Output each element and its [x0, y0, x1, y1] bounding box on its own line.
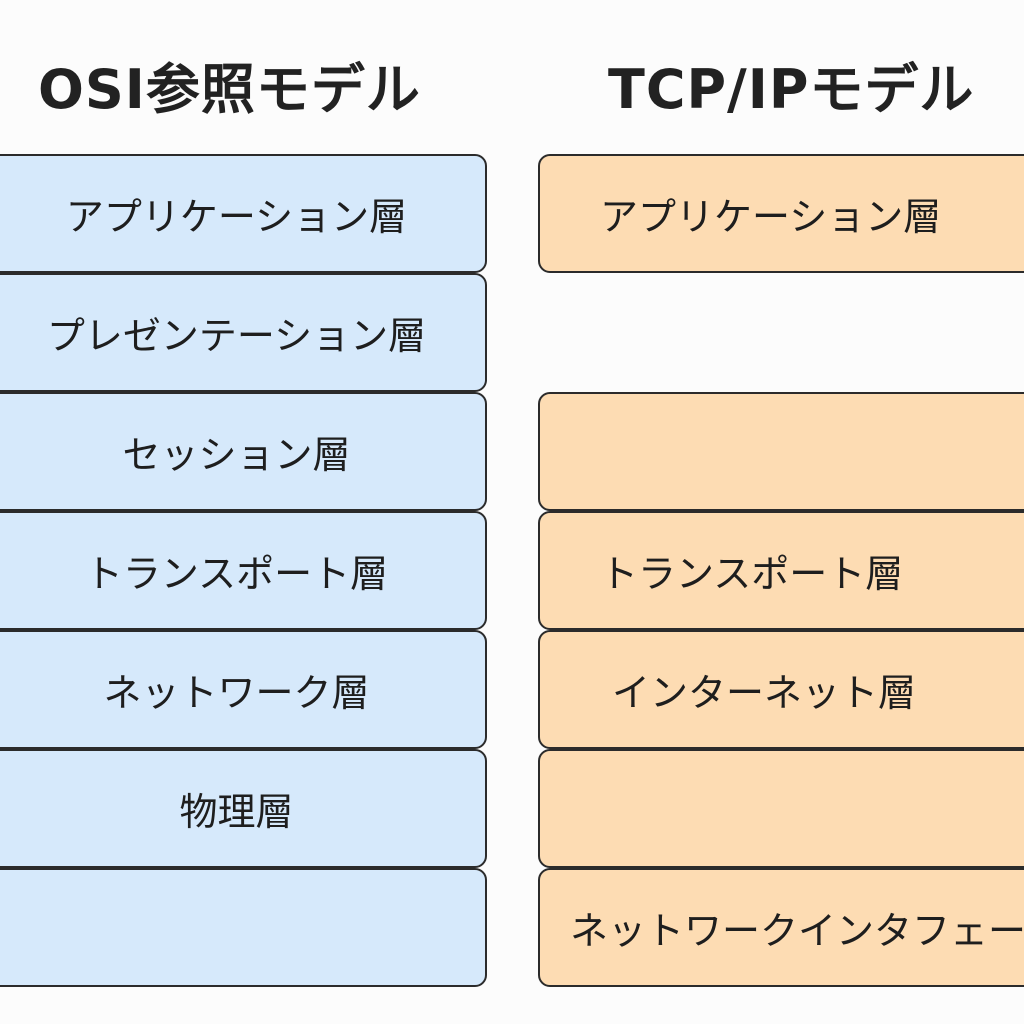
osi-session-layer: セッション層 [0, 392, 487, 511]
tcpip-layer-label: ネットワークインタフェース層 [570, 909, 1024, 953]
osi-physical-layer: 物理層 [0, 749, 487, 868]
osi-empty-layer [0, 868, 487, 987]
osi-layer-label: ネットワーク層 [103, 671, 370, 715]
osi-presentation-layer: プレゼンテーション層 [0, 273, 487, 392]
tcpip-transport-layer: トランスポート層 [538, 511, 1024, 630]
osi-layer-label: セッション層 [122, 433, 351, 477]
tcpip-model-title: TCP/IPモデル [608, 58, 975, 121]
tcpip-layer-label: トランスポート層 [600, 552, 904, 596]
tcpip-layer-label: アプリケーション層 [600, 195, 942, 239]
tcpip-application-layer: アプリケーション層 [538, 154, 1024, 273]
osi-layer-label: 物理層 [179, 790, 294, 834]
osi-application-layer: アプリケーション層 [0, 154, 487, 273]
tcpip-internet-layer: インターネット層 [538, 630, 1024, 749]
tcpip-empty-layer [538, 749, 1024, 868]
osi-transport-layer: トランスポート層 [0, 511, 487, 630]
tcpip-layer-label: インターネット層 [612, 671, 917, 715]
osi-network-layer: ネットワーク層 [0, 630, 487, 749]
osi-model-title: OSI参照モデル [38, 58, 421, 121]
osi-layer-label: アプリケーション層 [65, 195, 408, 239]
osi-layer-label: プレゼンテーション層 [46, 314, 427, 358]
tcpip-network-interface-layer: ネットワークインタフェース層 [538, 868, 1024, 987]
osi-layer-label: トランスポート層 [84, 552, 389, 596]
tcpip-empty-layer [538, 392, 1024, 511]
